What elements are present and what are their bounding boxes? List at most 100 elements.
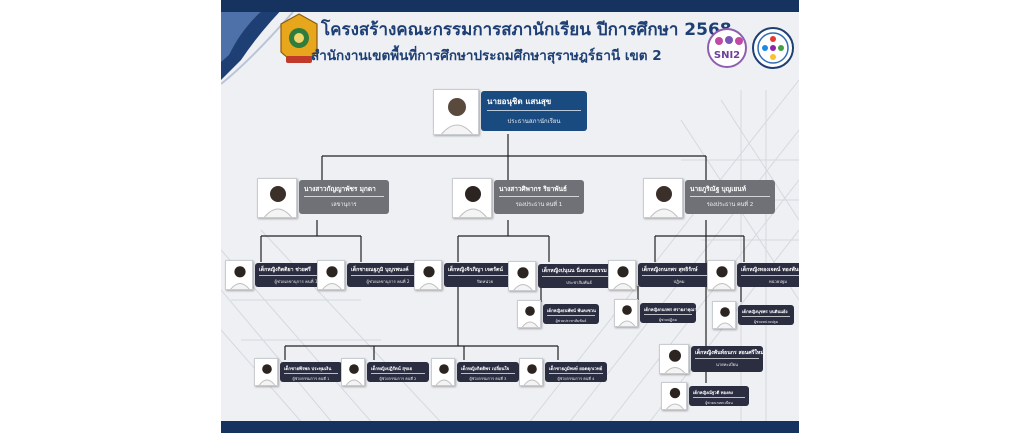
member-photo [519, 358, 543, 386]
member-name: เด็กหญิงปนุนน นิ่งสงวนธรรม [542, 268, 607, 274]
member-role: นายทะเบียน [715, 362, 739, 367]
council-emblem-icon [752, 27, 794, 69]
member-node: เด็กชายณฐภูมิ บุญรพนงค์ผู้ช่วยเลขานุการ … [317, 260, 429, 290]
level2-plate: นายภูริณัฐ บุญเยนท์ รองประธาน คนที่ 2 [685, 180, 775, 214]
president-name: นายอนุชิต แสนสุข [487, 97, 552, 106]
member-name: เด็กหญิงกนกพร สุทธิรักษ์ [642, 267, 698, 273]
level2-node: นายภูริณัฐ บุญเยนท์ รองประธาน คนที่ 2 [643, 178, 777, 220]
member-photo [317, 260, 345, 290]
member-plate: เด็กหญิงณัฐวดี ทองคงผู้ช่วยนายทะเบียน [689, 386, 749, 406]
president-role: ประธานสภานักเรียน [507, 118, 561, 125]
president-photo [433, 89, 479, 135]
member-photo [661, 382, 687, 410]
member-plate: เด็กหญิงพันท์ธนกร สอนศรีใหม่นายทะเบียน [691, 346, 763, 372]
president-node: นายอนุชิต แสนสุข ประธานสภานักเรียน [433, 89, 591, 137]
member-name: เด็กหญิงธนพัทน์ พันคงชวน [547, 308, 596, 313]
people-icon [715, 36, 743, 45]
org-chart-poster: โครงสร้างคณะกรรมการสภานักเรียน ปีการศึกษ… [221, 0, 799, 433]
member-role: ผู้ช่วยนายทะเบียน [705, 401, 733, 405]
member-role: ปฏิคม [673, 279, 685, 284]
member-node: เด็กหญิงธนพัทน์ พันคงชวนผู้ช่วยประชาสัมพ… [517, 300, 599, 328]
member-node: เด็กหญิงพันท์ธนกร สอนศรีใหม่นายทะเบียน [659, 344, 763, 374]
member-plate: เด็กชายพีรพล ประทุมเงินผู้ช่วยกรรมการ คน… [280, 362, 342, 382]
member-role: ผู้ช่วยปฏิคม [658, 318, 678, 322]
member-plate: เด็กหญิงกนกพร สุทธิรักษ์ปฏิคม [638, 263, 720, 287]
chart-title: โครงสร้างคณะกรรมการสภานักเรียน ปีการศึกษ… [321, 20, 732, 40]
member-photo [659, 344, 689, 374]
level2-photo [257, 178, 297, 218]
member-node: เด็กชายภูมิพงษ์ ยอดดุกเวทย์ผู้ช่วยกรรมกา… [519, 358, 607, 386]
member-node: เด็กชายพีรพล ประทุมเงินผู้ช่วยกรรมการ คน… [254, 358, 342, 386]
member-name: เด็กหญิงกนกพร ศรายงาคุณา [644, 307, 696, 312]
member-role: ผู้ช่วยหน่วยปฐม [753, 320, 779, 324]
member-role: ผู้ช่วยกรรมการ คนที่ 4 [557, 376, 595, 381]
level2-node: นางสาวกัญญาพัชร มุกดา เลขานุการ [257, 178, 391, 220]
member-node: เด็กหญิงนุชพร บนดินแย้งผู้ช่วยหน่วยปฐม [712, 301, 794, 329]
member-role: ผู้ช่วยเลขานุการ คนที่ 1 [274, 279, 318, 284]
president-plate: นายอนุชิต แสนสุข ประธานสภานักเรียน [481, 91, 587, 131]
member-name: เด็กหญิงกิตติพร เปลี่ยนใจ [461, 367, 510, 372]
member-photo [254, 358, 278, 386]
member-photo [431, 358, 455, 386]
level2-role: รองประธาน คนที่ 1 [515, 202, 563, 208]
member-node: เด็กหญิงกิตติพร เปลี่ยนใจผู้ช่วยกรรมการ … [431, 358, 519, 386]
top-bar [221, 0, 799, 12]
member-role: ผู้ช่วยกรรมการ คนที่ 1 [292, 376, 330, 381]
member-photo [341, 358, 365, 386]
member-photo [614, 299, 638, 327]
member-photo [707, 260, 735, 290]
level2-plate: นางสาวศิพากร ริยาพันธ์ รองประธาน คนที่ 1 [494, 180, 584, 214]
member-name: เด็กหญิงจิรภิญา เจตรัตน์ [448, 267, 503, 273]
level2-name: นางสาวศิพากร ริยาพันธ์ [499, 185, 567, 193]
member-node: เด็กหญิงณัฐวดี ทองคงผู้ช่วยนายทะเบียน [661, 382, 749, 410]
level2-photo [452, 178, 492, 218]
member-name: เด็กหญิงทองเจตน์ ทองพันธ์ [741, 267, 799, 273]
member-name: เด็กหญิงปฏิรัตน์ สุขเย [371, 367, 413, 372]
member-plate: เด็กหญิงนุชพร บนดินแย้งผู้ช่วยหน่วยปฐม [738, 305, 794, 325]
member-role: ผู้ช่วยกรรมการ คนที่ 3 [469, 376, 507, 381]
member-name: เด็กชายณฐภูมิ บุญรพนงค์ [351, 267, 409, 273]
sni2-logo-text: SNI2 [713, 50, 741, 61]
connector-lines [260, 134, 745, 383]
member-plate: เด็กหญิงกิตติพร เปลี่ยนใจผู้ช่วยกรรมการ … [457, 362, 519, 382]
member-role: ผู้ช่วยกรรมการ คนที่ 2 [379, 376, 417, 381]
member-node: เด็กหญิงทองเจตน์ ทองพันธ์หน่วยปฐม [707, 260, 799, 290]
level2-name: นายภูริณัฐ บุญเยนท์ [690, 185, 746, 193]
member-plate: เด็กหญิงทองเจตน์ ทองพันธ์หน่วยปฐม [737, 263, 799, 287]
member-node: เด็กหญิงปนุนน นิ่งสงวนธรรมประชาสัมพันธ์ [508, 261, 620, 291]
member-plate: เด็กหญิงปนุนน นิ่งสงวนธรรมประชาสัมพันธ์ [538, 264, 620, 288]
member-photo [517, 300, 541, 328]
chart-subtitle: สำนักงานเขตพื้นที่การศึกษาประถมศึกษาสุรา… [311, 48, 662, 64]
member-name: เด็กหญิงนุชพร บนดินแย้ง [742, 309, 788, 314]
level2-photo [643, 178, 683, 218]
member-role: หน่วยปฐม [768, 279, 788, 284]
bottom-bar [221, 421, 799, 433]
member-photo [608, 260, 636, 290]
member-name: เด็กหญิงกิตติยา ช่วยศรี [259, 267, 311, 273]
member-role: ผู้ช่วยประชาสัมพันธ์ [555, 319, 587, 323]
member-plate: เด็กหญิงปฏิรัตน์ สุขเยผู้ช่วยกรรมการ คนท… [367, 362, 429, 382]
member-photo [712, 301, 736, 329]
member-name: เด็กหญิงพันท์ธนกร สอนศรีใหม่ [695, 350, 763, 356]
member-plate: เด็กหญิงธนพัทน์ พันคงชวนผู้ช่วยประชาสัมพ… [543, 304, 599, 324]
member-name: เด็กหญิงณัฐวดี ทองคง [693, 390, 733, 395]
member-node: เด็กหญิงกนกพร ศรายงาคุณาผู้ช่วยปฏิคม [614, 299, 696, 327]
member-photo [508, 261, 536, 291]
member-role: ประชาสัมพันธ์ [566, 280, 592, 285]
member-photo [225, 260, 253, 290]
sni2-logo: SNI2 [707, 28, 747, 68]
member-node: เด็กหญิงปฏิรัตน์ สุขเยผู้ช่วยกรรมการ คนท… [341, 358, 429, 386]
member-name: เด็กชายภูมิพงษ์ ยอดดุกเวทย์ [549, 367, 603, 372]
member-role: ปิดหน่วย [477, 279, 493, 284]
member-node: เด็กหญิงกนกพร สุทธิรักษ์ปฏิคม [608, 260, 720, 290]
level2-name: นางสาวกัญญาพัชร มุกดา [304, 185, 376, 193]
level2-plate: นางสาวกัญญาพัชร มุกดา เลขานุการ [299, 180, 389, 214]
level2-node: นางสาวศิพากร ริยาพันธ์ รองประธาน คนที่ 1 [452, 178, 586, 220]
member-plate: เด็กหญิงกนกพร ศรายงาคุณาผู้ช่วยปฏิคม [640, 303, 696, 323]
level2-role: รองประธาน คนที่ 2 [706, 202, 754, 208]
school-emblem-icon [280, 13, 318, 63]
member-photo [414, 260, 442, 290]
level2-role: เลขานุการ [331, 202, 357, 208]
member-role: ผู้ช่วยเลขานุการ คนที่ 2 [366, 279, 410, 284]
member-plate: เด็กชายภูมิพงษ์ ยอดดุกเวทย์ผู้ช่วยกรรมกา… [545, 362, 607, 382]
